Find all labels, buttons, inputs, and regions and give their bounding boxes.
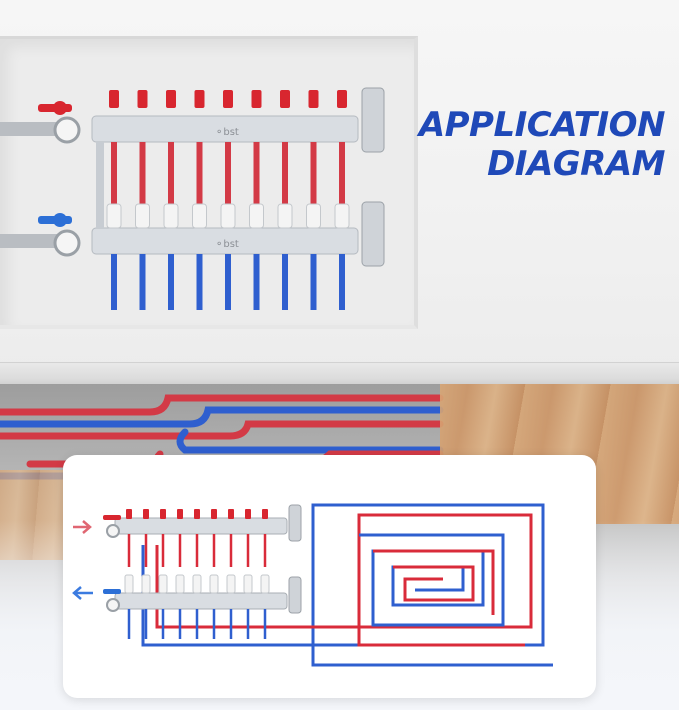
supply-loop-pipe xyxy=(196,142,203,204)
return-valve-cap xyxy=(249,203,264,229)
schematic-flow-cap xyxy=(194,509,200,519)
flow-meter-cap xyxy=(280,90,290,108)
loop-inner-blue xyxy=(359,533,505,627)
supply-inlet-pipe xyxy=(0,122,60,136)
return-loop-pipe xyxy=(282,254,288,310)
schematic-diagram xyxy=(72,503,553,667)
schematic-flow-cap xyxy=(126,509,132,519)
schematic-return-cap xyxy=(243,574,253,594)
title-line-2: DIAGRAM xyxy=(487,144,665,184)
air-vent-icon xyxy=(361,201,385,267)
schematic-return-cap xyxy=(226,574,236,594)
schematic-return-cap xyxy=(158,574,168,594)
air-vent-icon xyxy=(361,87,385,153)
loop-outer-blue xyxy=(141,503,553,667)
supply-loop-pipe xyxy=(168,142,174,204)
flow-meter-cap xyxy=(251,90,262,108)
return-loop-pipe xyxy=(196,254,203,310)
schematic-return-cap xyxy=(175,574,185,594)
schematic-return-cap xyxy=(260,574,270,594)
schematic-return-cap xyxy=(141,574,151,594)
supply-loop-pipe xyxy=(253,142,260,204)
return-valve-cap xyxy=(277,203,293,229)
return-valve-cap xyxy=(334,203,350,229)
pressure-gauge-icon xyxy=(53,229,81,257)
flow-meter-cap xyxy=(337,90,347,108)
return-valve-cap xyxy=(220,203,236,229)
manifold-cabinet xyxy=(0,36,418,329)
title-line-1: APPLICATION xyxy=(418,105,666,145)
schematic-flow-cap xyxy=(245,509,251,519)
return-loop-pipe xyxy=(225,254,231,310)
schematic-return-cap xyxy=(124,574,134,594)
supply-loop-pipe xyxy=(310,142,317,204)
supply-loop-pipe xyxy=(111,142,117,204)
supply-arrow-icon xyxy=(73,520,92,534)
diagram-card xyxy=(63,455,596,698)
schematic-supply-bar xyxy=(114,517,288,535)
flow-meter-cap xyxy=(137,90,148,108)
return-valve-cap xyxy=(306,203,321,229)
flow-meter-cap xyxy=(109,90,119,108)
page-title: APPLICATION DIAGRAM xyxy=(418,105,666,184)
return-valve-cap xyxy=(163,203,179,229)
schematic-flow-cap xyxy=(160,509,166,519)
schematic-flow-cap xyxy=(177,509,183,519)
flow-meter-cap xyxy=(194,90,205,108)
schematic-return-cap xyxy=(192,574,202,594)
schematic-flow-cap xyxy=(143,509,149,519)
return-loop-pipe xyxy=(310,254,317,310)
flow-meter-cap xyxy=(308,90,319,108)
return-inlet-pipe xyxy=(0,234,60,248)
schematic-return-bar xyxy=(114,592,288,610)
return-loop-pipe xyxy=(253,254,260,310)
schematic-flow-cap xyxy=(211,509,217,519)
return-valve-cap xyxy=(106,203,122,229)
supply-valve-handle xyxy=(103,515,121,520)
baseboard xyxy=(0,362,679,385)
pressure-gauge-icon xyxy=(53,116,81,144)
brand-logo-bottom: ⚬bst xyxy=(215,239,239,250)
air-vent-icon xyxy=(288,576,302,614)
supply-loop-pipe xyxy=(225,142,231,204)
pressure-gauge-icon xyxy=(106,524,120,538)
return-loop-pipe xyxy=(139,254,146,310)
return-loop-pipe xyxy=(111,254,117,310)
manifold-photo: ⚬bst ⚬bst xyxy=(0,87,385,310)
pressure-gauge-icon xyxy=(106,598,120,612)
flow-meter-cap xyxy=(166,90,176,108)
air-vent-icon xyxy=(288,504,302,542)
schematic-return-cap xyxy=(209,574,219,594)
return-loop-pipe xyxy=(168,254,174,310)
supply-loop-pipe xyxy=(139,142,146,204)
brand-logo-top: ⚬bst xyxy=(215,127,239,138)
loop-inner-red xyxy=(393,565,475,602)
return-valve-cap xyxy=(135,203,150,229)
return-valve-cap xyxy=(192,203,207,229)
schematic-flow-cap xyxy=(262,509,268,519)
loop-outer-red xyxy=(155,513,533,647)
schematic-flow-cap xyxy=(228,509,234,519)
return-valve-handle xyxy=(103,589,121,594)
supply-loop-pipe xyxy=(282,142,288,204)
supply-loop-pipe xyxy=(339,142,345,204)
return-arrow-icon xyxy=(72,586,93,600)
return-loop-pipe xyxy=(339,254,345,310)
flow-meter-cap xyxy=(223,90,233,108)
